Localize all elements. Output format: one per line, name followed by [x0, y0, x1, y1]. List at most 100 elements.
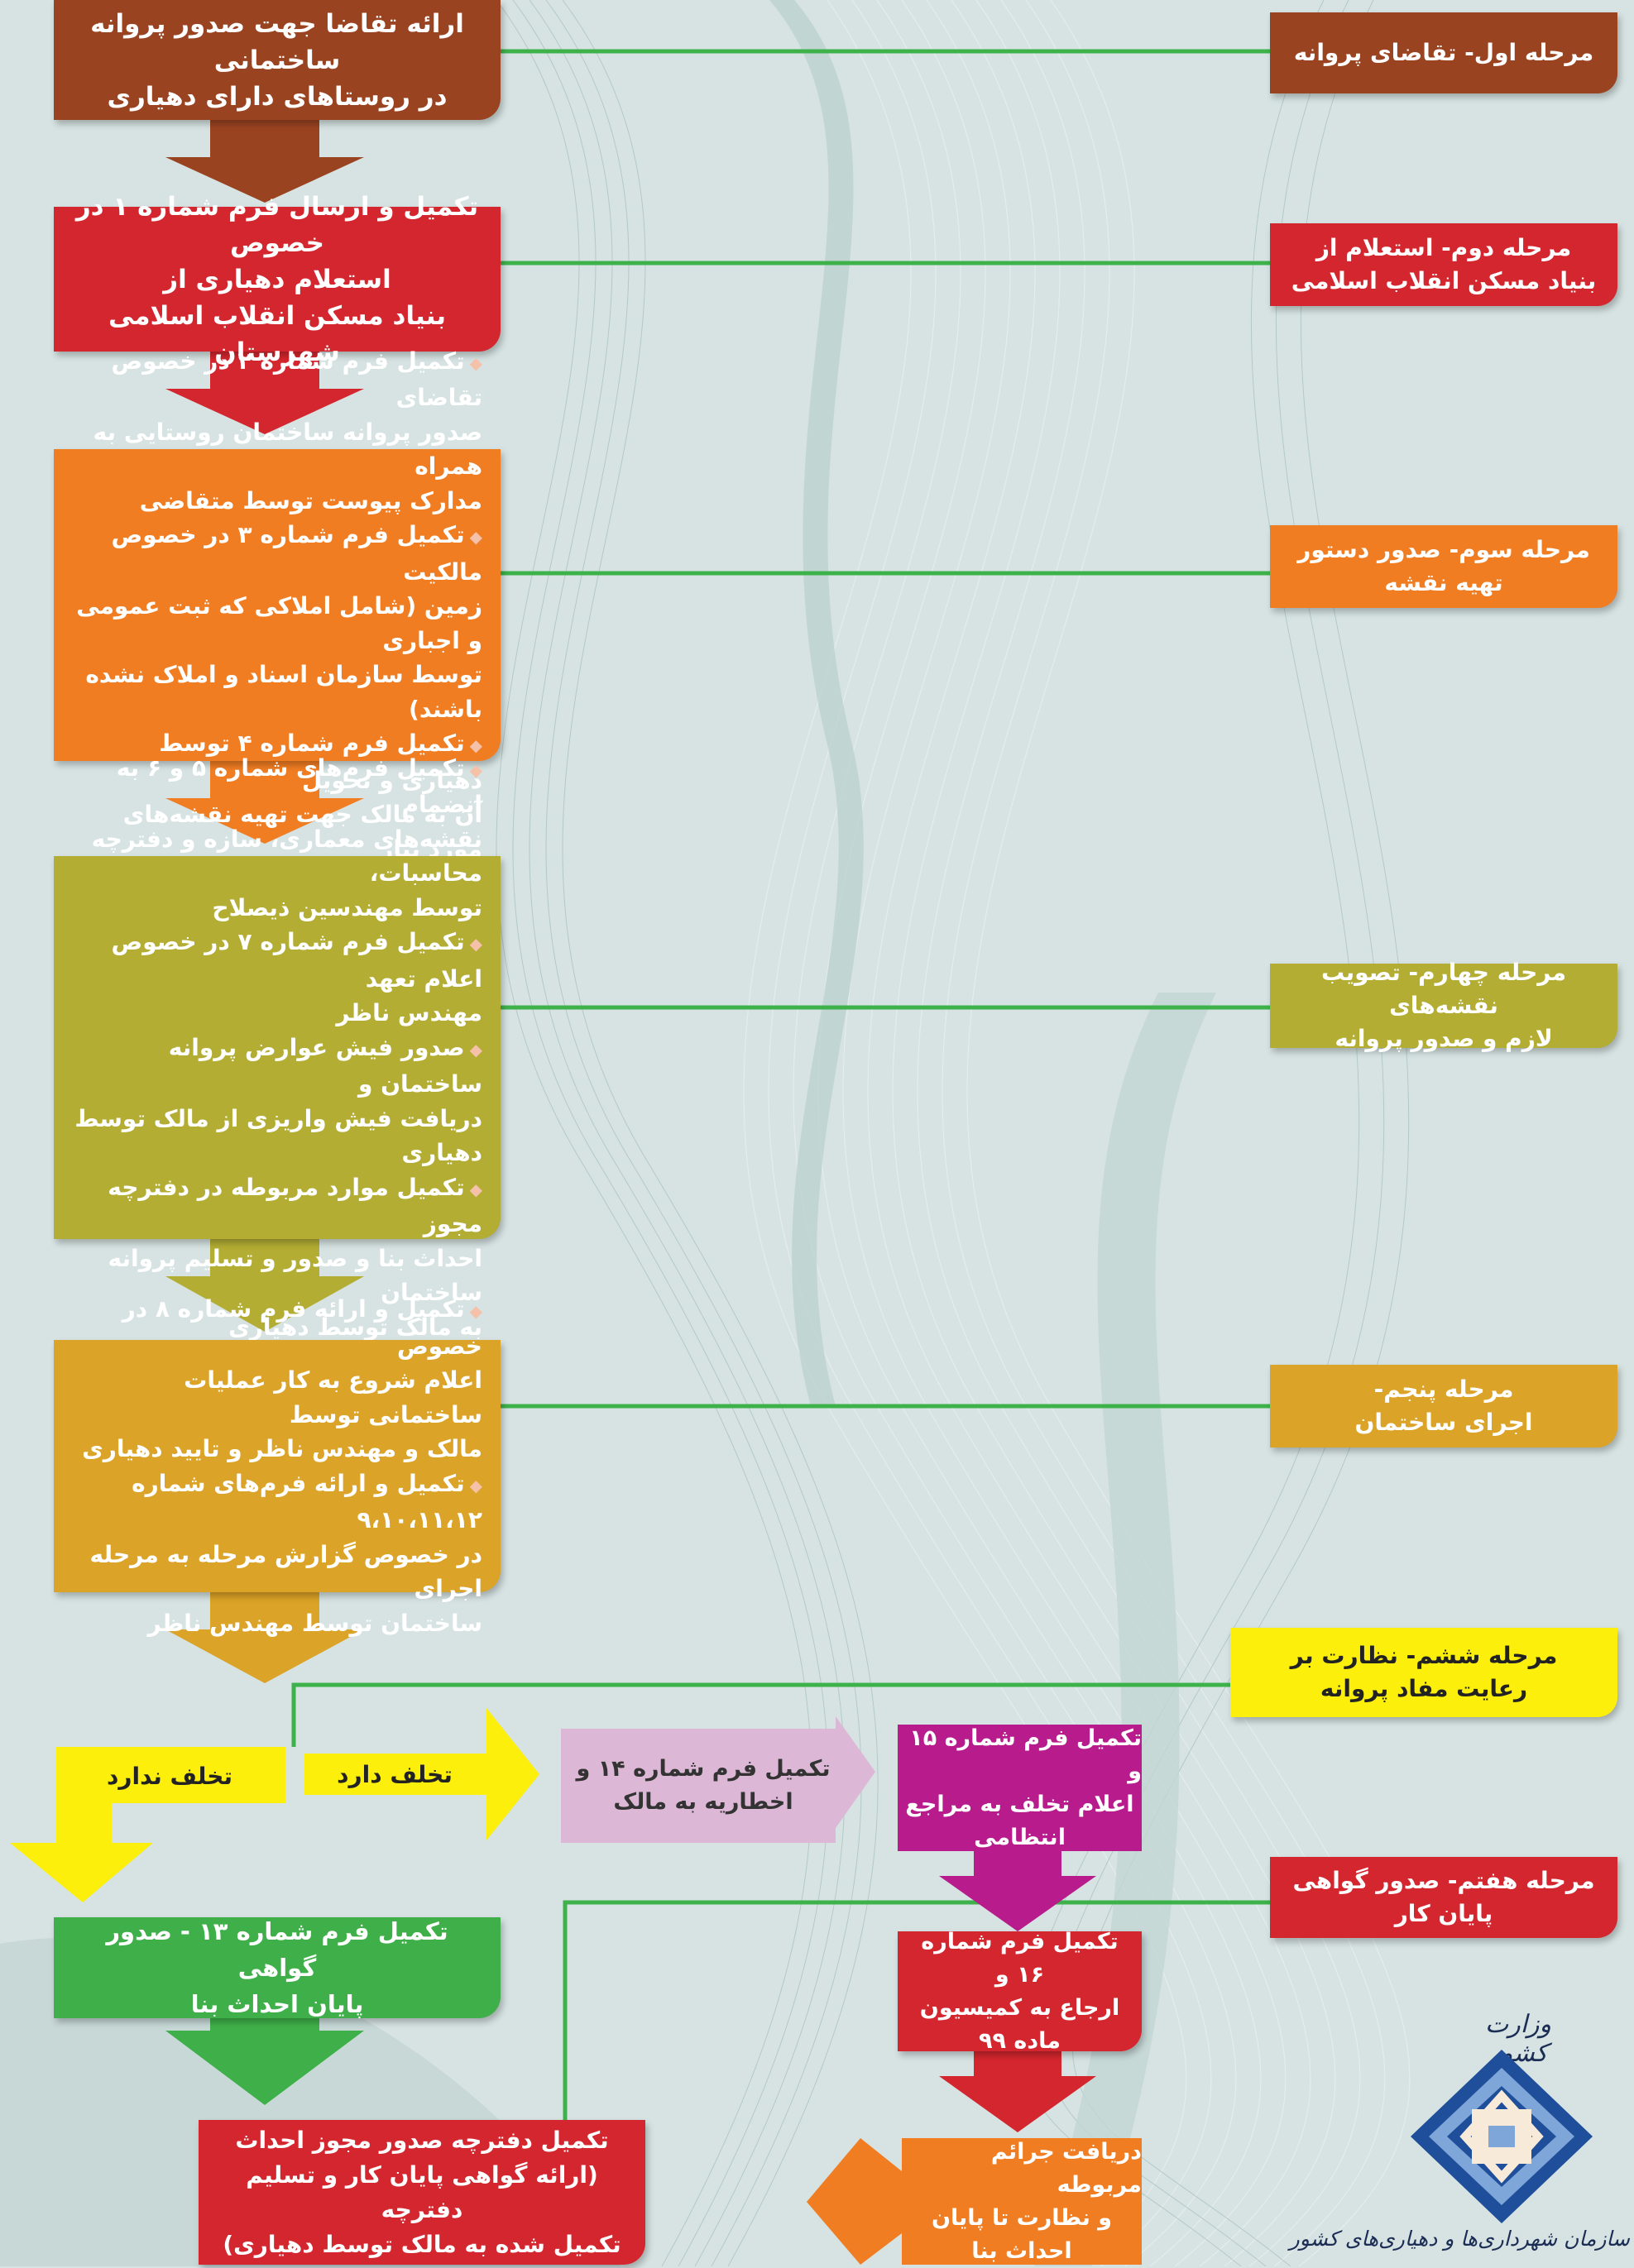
form16-line3: ماده ۹۹ — [978, 2027, 1061, 2054]
no-violation-label: تخلف ندارد — [107, 1762, 232, 1790]
step-4-item-2: ◆تکمیل فرم شماره ۷ در خصوص اعلام تعهد مه… — [72, 925, 482, 1031]
step-5-box: ◆تکمیل و ارائه فرم شماره ۸ در خصوص اعلام… — [54, 1295, 501, 1637]
form16-line1: تکمیل فرم شماره ۱۶ و — [921, 1928, 1119, 1988]
fines-line2: و نظارت تا پایان — [931, 2204, 1113, 2231]
form14-line2: اخطاریه به مالک — [613, 1789, 793, 1815]
arrow-no-violation — [10, 1747, 285, 1902]
logo-top-text: وزارت کشور — [1484, 2010, 1552, 2068]
step-4-item-4-line1: تکمیل موارد مربوطه در دفترچه مجوز — [108, 1173, 482, 1238]
step-3-item-1-line3: مدارک پیوست توسط متقاضی — [139, 486, 482, 514]
logo-emblem-icon — [1411, 2050, 1593, 2223]
arrow-down-step2 — [165, 352, 364, 434]
step-4-item-1: ◆تکمیل فرم‌های شماره ۵ و ۶ به انضمام نقش… — [72, 751, 482, 926]
stage-4-label-line2: لازم و صدور پروانه — [1335, 1025, 1553, 1052]
stage-7-box: مرحله هفتم- صدور گواهی پایان کار — [1270, 1857, 1617, 1938]
final-line2: (ارائه گواهی پایان کار و تسلیم دفترچه — [246, 2160, 598, 2223]
stage-4-label-line1: مرحله چهارم- تصویب نقشه‌های — [1320, 959, 1567, 1019]
final-line1: تکمیل دفترچه صدور مجوز احداث — [235, 2126, 609, 2154]
step-5-item-2-line3: ساختمان توسط مهندس ناظر — [147, 1609, 482, 1637]
fines-line1: دریافت جرائم مربوطه — [990, 2138, 1142, 2198]
diamond-bullet-icon: ◆ — [469, 1179, 482, 1199]
step-4-item-2-line1: تکمیل فرم شماره ۷ در خصوص اعلام تعهد — [111, 928, 482, 993]
form16-line2: ارجاع به کمیسیون — [919, 1994, 1120, 2021]
step-4-item-3: ◆صدور فیش عوارض پروانه ساختمان و دریافت … — [72, 1031, 482, 1170]
stage-2-box: مرحله دوم- استعلام از بنیاد مسکن انقلاب … — [1270, 223, 1617, 306]
diamond-bullet-icon: ◆ — [469, 1475, 482, 1495]
arrow-down-step5 — [165, 1592, 364, 1683]
step-3-item-2-line1: تکمیل فرم شماره ۳ در خصوص مالکیت — [111, 521, 482, 586]
step-4-box: ◆تکمیل فرم‌های شماره ۵ و ۶ به انضمام نقش… — [54, 754, 501, 1341]
step-1-line2: در روستاهای دارای دهیاری — [107, 81, 448, 112]
stage-1-box: مرحله اول- تقاضای پروانه — [1270, 12, 1617, 93]
step-3-item-3-line2: آن به مالک جهت تهیه نقشه‌های مورد نیاز — [122, 801, 482, 863]
arrow-form15 — [898, 1725, 1142, 1851]
arrow-down-form13 — [165, 1993, 364, 2105]
step-5-item-1-line3: مالک و مهندس ناظر و تایید دهیاری — [82, 1435, 482, 1462]
diamond-bullet-icon: ◆ — [469, 1039, 482, 1060]
connector-stage-6 — [291, 1682, 1230, 1747]
down-arrows — [165, 120, 1096, 2132]
step-4-item-4-line2: احداث بنا و صدور و تسلیم پروانه ساختمان — [108, 1244, 482, 1307]
stage-2-label-line2: بنیاد مسکن انقلاب اسلامی — [1291, 267, 1597, 294]
arrow-down-step4 — [165, 1239, 364, 1332]
step-3-item-2-line2: زمین (شامل املاکی که ثبت عمومی و اجباری — [76, 592, 482, 654]
arrow-down-form16 — [939, 2051, 1096, 2132]
final-line3: تکمیل شده به مالک توسط دهیاری) — [223, 2230, 621, 2258]
arrow-fines — [807, 2138, 1142, 2265]
stage-2-label-line1: مرحله دوم- استعلام از — [1315, 234, 1572, 261]
form13-line1: تکمیل فرم شماره ۱۳ - صدور گواهی — [106, 1917, 448, 1982]
step-2-line3: بنیاد مسکن انقلاب اسلامی شهرستان — [108, 300, 446, 367]
step-2-line1: تکمیل و ارسال فرم شماره ۱ در خصوص — [75, 191, 479, 258]
stage-1-label: مرحله اول- تقاضای پروانه — [1293, 39, 1594, 66]
form15-line1: تکمیل فرم شماره ۱۵ و — [909, 1725, 1142, 1784]
form16-box: تکمیل فرم شماره ۱۶ و ارجاع به کمیسیون ما… — [898, 1929, 1142, 2054]
final-box: تکمیل دفترچه صدور مجوز احداث (ارائه گواه… — [199, 2120, 645, 2265]
stage-3-label-line1: مرحله سوم- صدور دستور — [1297, 536, 1590, 563]
diamond-bullet-icon: ◆ — [469, 1301, 482, 1321]
step-4-item-1-line1: تکمیل فرم‌های شماره ۵ و ۶ به انضمام — [116, 754, 482, 819]
logo-bottom-text: سازمان شهرداری‌ها و دهیاری‌های کشور — [1289, 2227, 1630, 2251]
step-5-item-2-line1: تکمیل و ارائه فرم‌های شماره ۹،۱۰،۱۱،۱۲ — [132, 1469, 482, 1534]
step-2-box: تکمیل و ارسال فرم شماره ۱ در خصوص استعلا… — [54, 192, 501, 367]
stage-3-box: مرحله سوم- صدور دستور تهیه نقشه — [1270, 525, 1617, 608]
diamond-bullet-icon: ◆ — [469, 735, 482, 756]
form13-box: تکمیل فرم شماره ۱۳ - صدور گواهی پایان اح… — [54, 1917, 501, 2018]
step-5-item-2: ◆تکمیل و ارائه فرم‌های شماره ۹،۱۰،۱۱،۱۲ … — [72, 1467, 482, 1641]
diamond-bullet-icon: ◆ — [469, 527, 482, 548]
step-2-line2: استعلام دهیاری از — [163, 264, 391, 294]
step-4-item-4: ◆تکمیل موارد مربوطه در دفترچه مجوز احداث… — [72, 1170, 482, 1345]
step-3-item-1-line1: تکمیل فرم شماره ۲ در خصوص تقاضای — [111, 347, 482, 412]
stage-6-label-line1: مرحله ششم- نظارت بر — [1290, 1642, 1558, 1669]
step-4-item-1-line2: نقشه‌های معماری، سازه و دفترچه محاسبات، — [91, 825, 482, 888]
step-3-item-1-line2: صدور پروانه ساختمان روستایی به همراه — [93, 418, 482, 481]
step-3-box: ◆تکمیل فرم شماره ۲ در خصوص تقاضای صدور پ… — [54, 347, 501, 863]
arrow-down-step3 — [165, 761, 364, 844]
form15-line3: انتظامی — [974, 1824, 1066, 1850]
stage-7-label-line2: پایان کار — [1394, 1900, 1493, 1927]
form15-box: تکمیل فرم شماره ۱۵ و اعلام تخلف به مراجع… — [898, 1725, 1142, 1851]
step-4-item-1-line3: توسط مهندسین ذیصلاح — [212, 893, 482, 921]
step-1-box: ارائه تقاضا جهت صدور پروانه ساختمانی در … — [54, 0, 501, 120]
step-4-item-2-line2: مهندس ناظر — [336, 999, 482, 1027]
stage-5-box: مرحله پنجم- اجرای ساختمان — [1270, 1365, 1617, 1447]
arrow-down-step1 — [165, 120, 364, 203]
step-5-item-1: ◆تکمیل و ارائه فرم شماره ۸ در خصوص اعلام… — [72, 1292, 482, 1467]
fines-line3: احداث بنا — [971, 2237, 1072, 2264]
diamond-bullet-icon: ◆ — [469, 759, 482, 780]
step-3-item-2: ◆تکمیل فرم شماره ۳ در خصوص مالکیت زمین (… — [72, 518, 482, 726]
step-3-item-2-line3: توسط سازمان اسناد و املاک نشده باشند) — [85, 661, 482, 723]
stage-5-label-line2: اجرای ساختمان — [1354, 1409, 1533, 1436]
diamond-bullet-icon: ◆ — [469, 934, 482, 955]
fines-box: دریافت جرائم مربوطه و نظارت تا پایان احد… — [902, 2138, 1142, 2265]
form14-line1: تکمیل فرم شماره ۱۴ و — [576, 1756, 831, 1782]
step-4-item-3-line1: صدور فیش عوارض پروانه ساختمان و — [168, 1033, 482, 1098]
stage-4-box: مرحله چهارم- تصویب نقشه‌های لازم و صدور … — [1270, 959, 1617, 1052]
step-3-item-3-line1: تکمیل فرم شماره ۴ توسط دهیاری و تحویل — [159, 730, 482, 794]
stage-6-label-line2: رعایت مفاد پروانه — [1320, 1675, 1528, 1702]
form13-line2: پایان احداث بنا — [190, 1990, 364, 2018]
stage-5-label-line1: مرحله پنجم- — [1373, 1376, 1514, 1403]
form15-line2: اعلام تخلف به مراجع — [905, 1791, 1134, 1817]
stage-6-box: مرحله ششم- نظارت بر رعایت مفاد پروانه — [1230, 1628, 1617, 1717]
diamond-bullet-icon: ◆ — [469, 352, 482, 373]
